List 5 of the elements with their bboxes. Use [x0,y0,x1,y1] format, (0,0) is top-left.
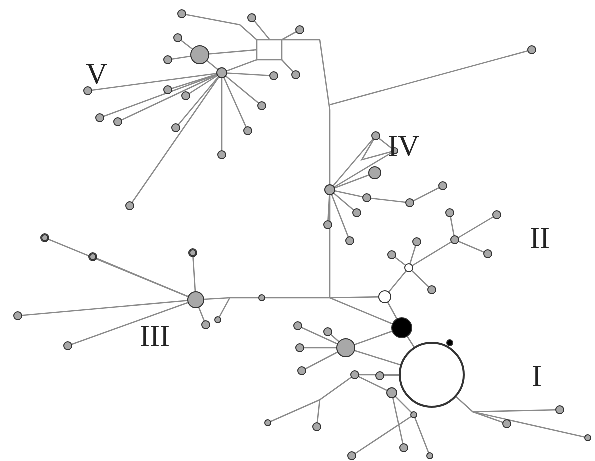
group-label: II [530,224,550,254]
group-label: III [140,322,170,352]
group-label: I [532,362,542,392]
group-label: IV [388,132,420,162]
group-label: V [86,60,108,90]
